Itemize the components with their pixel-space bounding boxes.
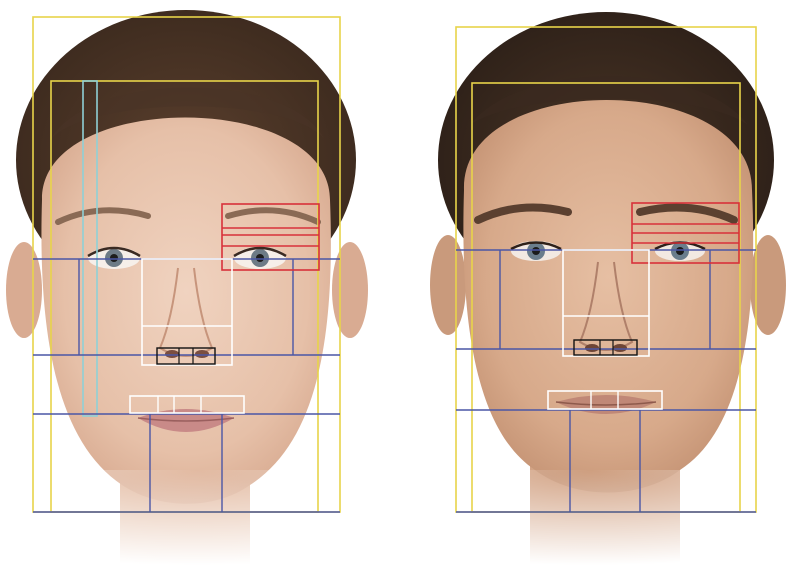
male-left-eye: [511, 241, 561, 261]
female-left-ear: [6, 242, 42, 338]
male-right-eye: [655, 241, 705, 261]
female-right-eye: [234, 247, 286, 269]
female-left-eye: [88, 247, 140, 269]
female-face: [0, 10, 394, 565]
female-face-shape: [41, 118, 330, 504]
male-face: [394, 12, 788, 565]
female-right-ear: [332, 242, 368, 338]
